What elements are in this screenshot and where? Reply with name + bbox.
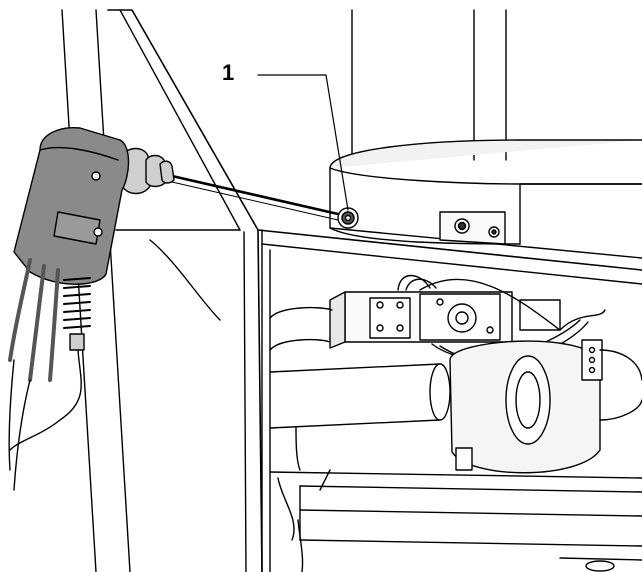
pressure-test-nipple <box>337 207 359 229</box>
callout-number-1: 1 <box>222 60 235 85</box>
cabinet-frame <box>257 229 642 572</box>
gas-pipe <box>269 306 451 471</box>
blower-fan <box>449 299 642 474</box>
strain-relief-spring <box>63 277 91 351</box>
boiler-housing <box>61 9 507 572</box>
gas-valve <box>329 274 513 349</box>
base-assembly <box>269 447 642 572</box>
callout-leader <box>257 74 349 211</box>
burner-cover <box>329 139 642 259</box>
manometer-probe <box>8 127 340 491</box>
